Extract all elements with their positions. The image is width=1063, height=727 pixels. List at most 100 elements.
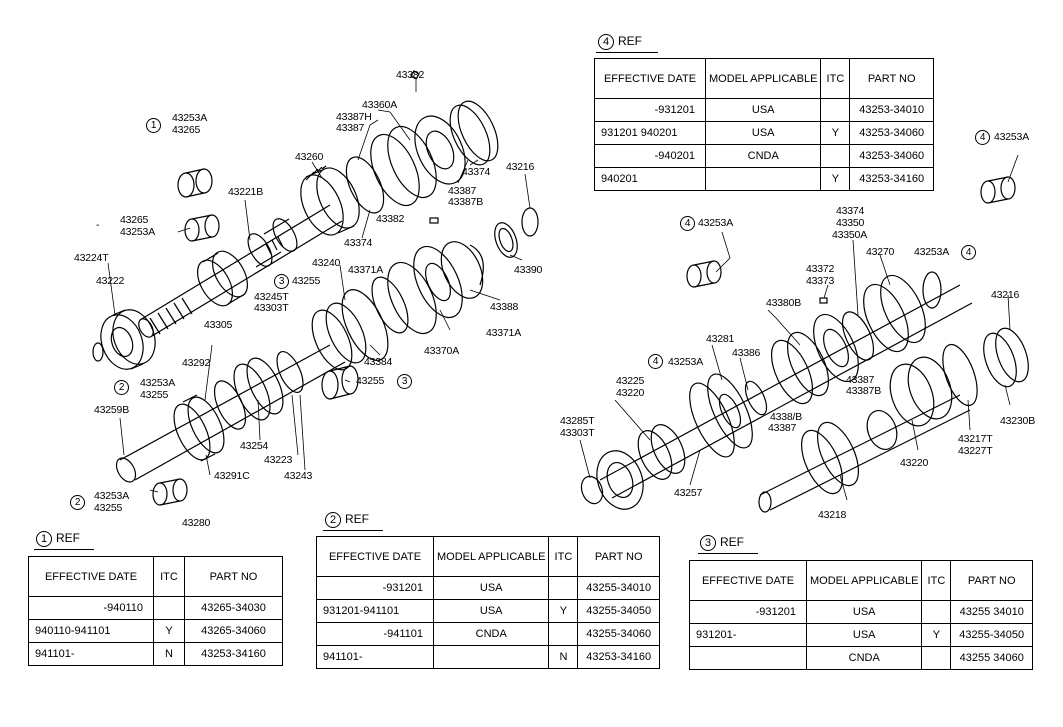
- ref-3-callout: 3: [274, 274, 293, 289]
- table4-cell: 940201: [594, 167, 706, 191]
- part-label-43255: 43255: [140, 389, 169, 401]
- part-label-43243: 43243: [284, 470, 313, 482]
- table4-cell: USA: [704, 98, 822, 122]
- ref-3-heading: 3 REF: [700, 535, 744, 551]
- table2-cell: [548, 576, 579, 600]
- ref-4-callout-c: 4: [961, 245, 980, 260]
- part-label-43253a: 43253A: [914, 246, 950, 258]
- ref-1-table: EFFECTIVE DATE ITC PART NO -940110 43265…: [28, 556, 283, 666]
- table2-cell: CNDA: [432, 622, 550, 646]
- table1-cell: 43265-34030: [184, 596, 283, 620]
- part-label-43370a: 43370A: [424, 345, 460, 357]
- table2-cell: USA: [432, 576, 550, 600]
- part-label-43253a: 43253A: [698, 217, 734, 229]
- part-label-43371a: 43371A: [348, 264, 384, 276]
- table1-cell: Y: [153, 619, 185, 643]
- part-label-43255: 43255: [292, 275, 321, 287]
- part-label-43387: 43387: [768, 422, 797, 434]
- ref-4-table: EFFECTIVE DATE MODEL APPLICABLE ITC PART…: [594, 58, 934, 191]
- ref-4-callout-b: 4: [975, 130, 994, 145]
- part-label-43373: 43373: [806, 275, 835, 287]
- table3-cell: [921, 600, 952, 624]
- table-row: 931201-941101 USA Y 43255-34050: [316, 599, 660, 623]
- table-row: 931201- USA Y 43255-34050: [689, 623, 1033, 647]
- part-label-43372: 43372: [806, 263, 835, 275]
- part-label-43253a: 43253A: [172, 112, 208, 124]
- ref-1-heading-marker: 1: [36, 531, 52, 547]
- part-label-43257: 43257: [674, 487, 703, 499]
- part-label-43245t: 43245T: [254, 291, 289, 303]
- part-label-43254: 43254: [240, 440, 269, 452]
- part-label-43303t: 43303T: [254, 302, 289, 314]
- part-label-43253a: 43253A: [94, 490, 130, 502]
- part-label-43292: 43292: [182, 357, 211, 369]
- table4-cell: 43253-34060: [849, 144, 934, 168]
- part-label-43225: 43225: [616, 375, 645, 387]
- table2-cell: [432, 645, 550, 669]
- table3-cell: -931201: [689, 600, 807, 624]
- part-label-43386: 43386: [732, 347, 761, 359]
- table-row: -931201 USA 43255-34010: [316, 576, 660, 600]
- table-row: 940110-941101 Y 43265-34060: [28, 619, 283, 643]
- table3-header-model: MODEL APPLICABLE: [805, 560, 923, 601]
- ref-3-heading-marker: 3: [700, 535, 716, 551]
- table3-cell: USA: [805, 623, 923, 647]
- table3-header-itc: ITC: [921, 560, 952, 601]
- table2-header-date: EFFECTIVE DATE: [316, 536, 434, 577]
- part-label-43265: 43265: [120, 214, 149, 226]
- table4-cell: 43253-34010: [849, 98, 934, 122]
- part-label-43387: 43387: [336, 122, 365, 134]
- table4-header-date: EFFECTIVE DATE: [594, 58, 706, 99]
- table2-cell: 43255-34060: [577, 622, 660, 646]
- table3-cell: 43255-34050: [950, 623, 1033, 647]
- part-label-43255: 43255: [94, 502, 123, 514]
- table2-cell: -941101: [316, 622, 434, 646]
- ref-2-underline: [323, 530, 383, 531]
- ref-4-heading-marker: 4: [598, 34, 614, 50]
- part-label-43390: 43390: [514, 264, 543, 276]
- table-row: 941101- N 43253-34160: [316, 645, 660, 669]
- table1-header-itc: ITC: [153, 556, 185, 597]
- ref-2-callout: 2: [114, 380, 133, 395]
- table4-cell: CNDA: [704, 144, 822, 168]
- part-label-43253a: 43253A: [994, 131, 1030, 143]
- table-row: -940110 43265-34030: [28, 596, 283, 620]
- table-row: 931201 940201 USA Y 43253-34060: [594, 121, 934, 145]
- output-shaft-drawing: [580, 271, 973, 510]
- ref-4-marker: 4: [961, 245, 976, 260]
- part-label-43253a: 43253A: [668, 356, 704, 368]
- ref-1-heading: 1 REF: [36, 531, 80, 547]
- ref-4-marker: 4: [975, 130, 990, 145]
- table4-cell: [820, 144, 851, 168]
- table2-cell: Y: [548, 599, 579, 623]
- table4-cell: Y: [820, 121, 851, 145]
- gear-43260-drawing: [300, 165, 360, 236]
- part-label-43387: 43387: [448, 185, 477, 197]
- ref-1-heading-title: REF: [56, 531, 80, 546]
- table1-cell: 941101-: [28, 642, 154, 666]
- part-label-43285t: 43285T: [560, 415, 595, 427]
- ref-3-heading-title: REF: [720, 535, 744, 550]
- table2-cell: -931201: [316, 576, 434, 600]
- input-shaft-drawing: [138, 204, 343, 338]
- ref-4-underline: [596, 52, 658, 53]
- table-row: -941101 CNDA 43255-34060: [316, 622, 660, 646]
- table1-cell: 43265-34060: [184, 619, 283, 643]
- table2-cell: 43255-34050: [577, 599, 660, 623]
- ref-4-marker: 4: [680, 216, 695, 231]
- table3-cell: 43255 34010: [950, 600, 1033, 624]
- table3-cell: Y: [921, 623, 952, 647]
- table3-header-date: EFFECTIVE DATE: [689, 560, 807, 601]
- table2-cell: 931201-941101: [316, 599, 434, 623]
- ref-4-heading-title: REF: [618, 34, 642, 49]
- ref-2-marker: 2: [70, 495, 85, 510]
- part-label-43374: 43374: [836, 205, 865, 217]
- part-label-43230b: 43230B: [1000, 415, 1036, 427]
- part-label-43387: 43387: [846, 374, 875, 386]
- table4-cell: USA: [704, 121, 822, 145]
- part-label-43270: 43270: [866, 246, 895, 258]
- table1-header-partno: PART NO: [184, 556, 283, 597]
- ref-4-marker: 4: [648, 354, 663, 369]
- table-row: 941101- N 43253-34160: [28, 642, 283, 666]
